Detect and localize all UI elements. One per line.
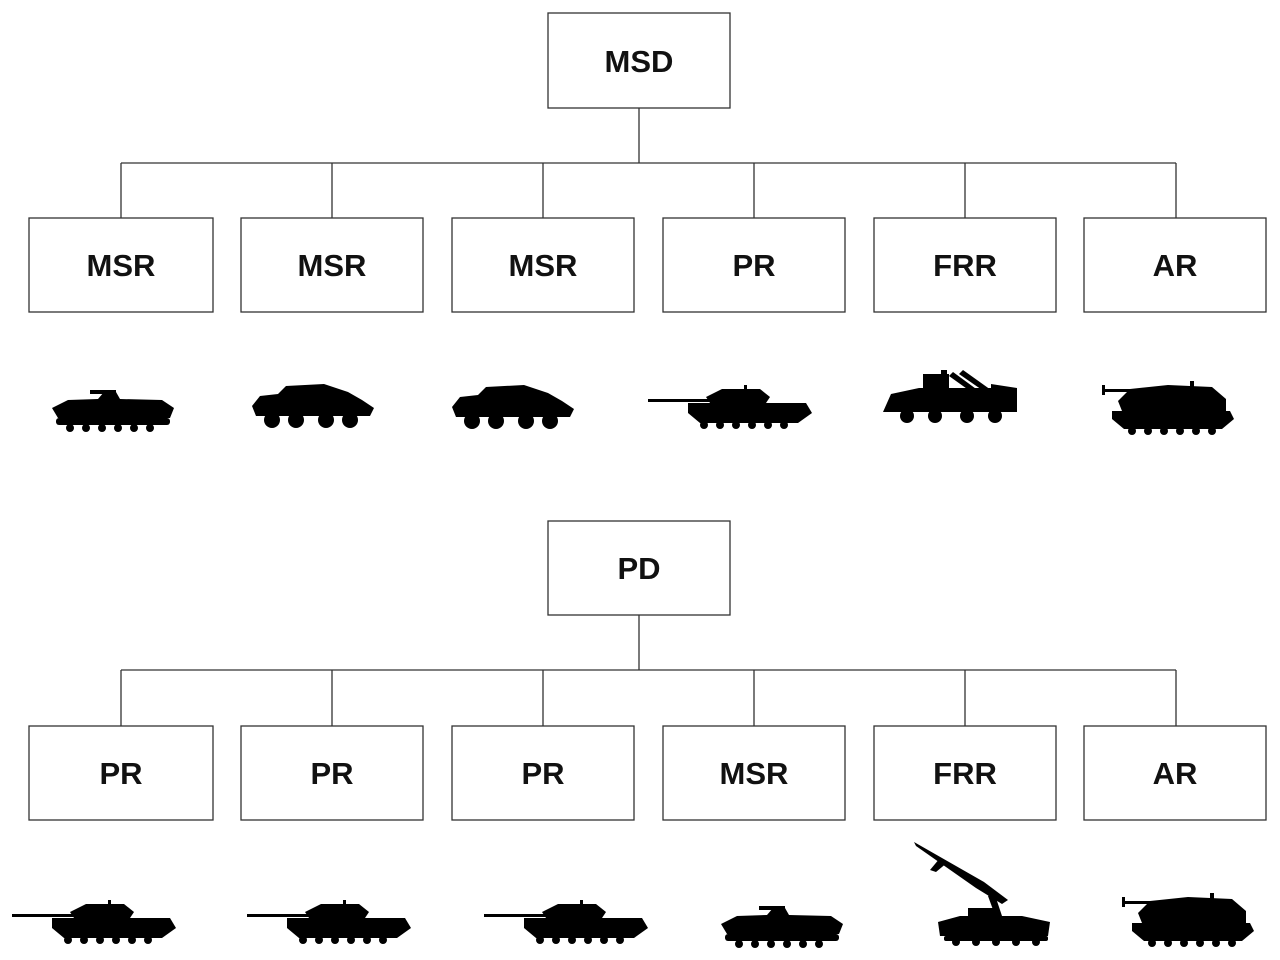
unit-label: MSR: [87, 248, 156, 283]
pd-chart: PD PR PR PR MSR FRR AR: [12, 520, 1267, 948]
connector-lines: [120, 615, 1177, 726]
sam-launcher-icon: [914, 842, 1050, 946]
apc-wheeled-icon: [252, 384, 374, 428]
unit-node: PR: [662, 217, 846, 313]
unit-label: PR: [521, 756, 564, 791]
unit-node: MSR: [240, 217, 424, 313]
root-node-msd: MSD: [547, 12, 731, 109]
root-label: PD: [617, 551, 660, 586]
unit-label: AR: [1153, 248, 1198, 283]
unit-node: AR: [1083, 217, 1267, 313]
unit-node: FRR: [873, 217, 1057, 313]
tank-icon: [484, 900, 648, 944]
ifv-tracked-icon: [721, 906, 843, 948]
tank-icon: [648, 385, 812, 429]
root-label: MSD: [605, 44, 674, 79]
tank-icon: [247, 900, 411, 944]
unit-label: MSR: [720, 756, 789, 791]
unit-node: PR: [451, 725, 635, 821]
root-node-pd: PD: [547, 520, 731, 616]
unit-label: FRR: [933, 756, 997, 791]
unit-label: PR: [99, 756, 142, 791]
self-propelled-howitzer-icon: [1122, 893, 1254, 947]
connector-lines: [120, 108, 1177, 218]
unit-label: PR: [732, 248, 775, 283]
unit-label: AR: [1153, 756, 1198, 791]
unit-node: FRR: [873, 725, 1057, 821]
apc-wheeled-icon: [452, 385, 574, 429]
unit-label: MSR: [509, 248, 578, 283]
unit-node: MSR: [28, 217, 214, 313]
ifv-tracked-icon: [52, 390, 174, 432]
unit-label: FRR: [933, 248, 997, 283]
msd-chart: MSD MSR MSR MSR PR FRR AR: [28, 12, 1267, 435]
unit-node: AR: [1083, 725, 1267, 821]
tank-icon: [12, 900, 176, 944]
self-propelled-howitzer-icon: [1102, 381, 1234, 435]
sam-wheeled-icon: [883, 370, 1017, 423]
unit-node: PR: [240, 725, 424, 821]
unit-label: PR: [310, 756, 353, 791]
unit-label: MSR: [298, 248, 367, 283]
unit-node: PR: [28, 725, 214, 821]
unit-node: MSR: [662, 725, 846, 821]
unit-node: MSR: [451, 217, 635, 313]
